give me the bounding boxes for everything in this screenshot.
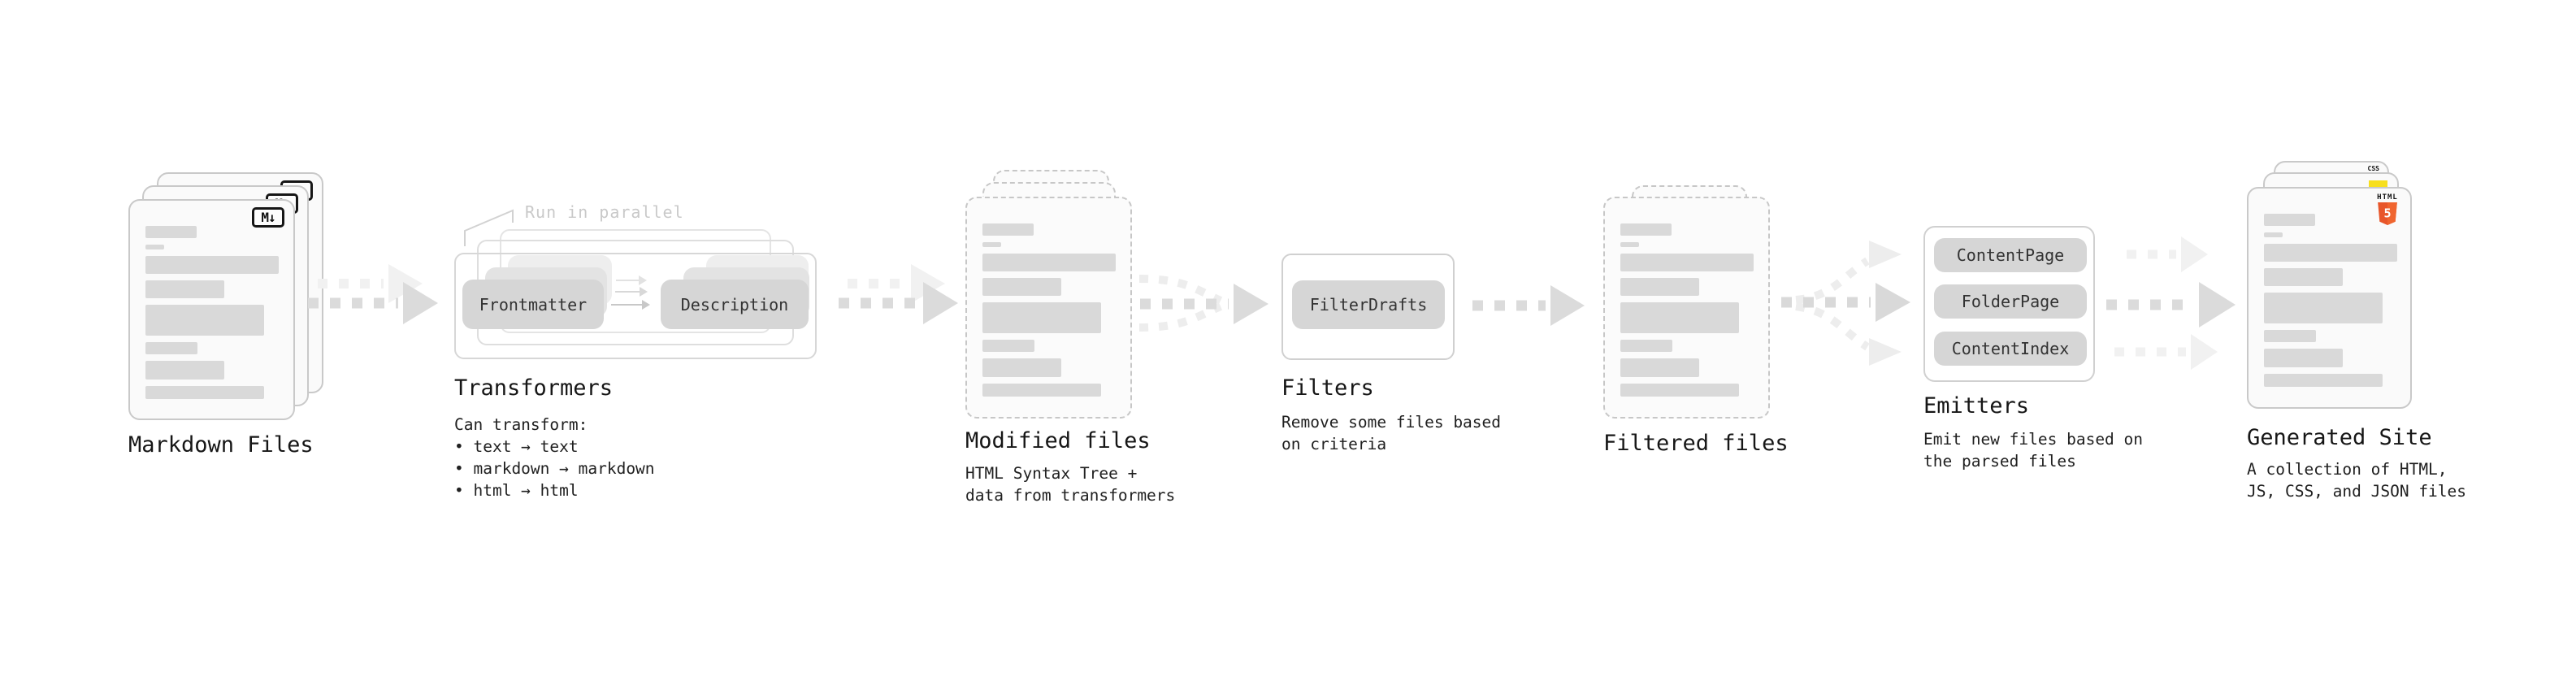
- node-frontmatter: Frontmatter: [462, 280, 604, 329]
- skeleton-line: [145, 305, 264, 336]
- node-filterdrafts: FilterDrafts: [1292, 280, 1445, 329]
- svg-text:5: 5: [2383, 206, 2391, 220]
- skeleton-line: [1620, 302, 1739, 333]
- stage-title-generated-site: Generated Site: [2247, 425, 2432, 450]
- skeleton-line: [145, 386, 264, 399]
- skeleton-line: [982, 254, 1116, 271]
- skeleton-line: [1620, 278, 1699, 296]
- skeleton-line: [1620, 384, 1739, 397]
- skeleton-line: [982, 242, 1001, 247]
- skeleton-line: [1620, 340, 1672, 352]
- skeleton-line: [2264, 374, 2383, 387]
- stage-title-emitters: Emitters: [1923, 393, 2030, 419]
- skeleton-line: [145, 342, 197, 354]
- skeleton-line: [145, 245, 164, 249]
- markdown-file-card-front: M↓: [128, 199, 295, 420]
- skeleton-line: [1620, 358, 1699, 377]
- html5-word: HTML: [2377, 193, 2398, 202]
- skeleton-line: [982, 340, 1034, 352]
- stage-title-transformers: Transformers: [454, 375, 614, 401]
- node-description: Description: [661, 280, 809, 329]
- skeleton-line: [982, 384, 1101, 397]
- markdown-icon: M↓: [252, 207, 284, 228]
- stage-title-markdown-files: Markdown Files: [128, 432, 314, 458]
- arrow-modified-to-filters-icon: [1138, 275, 1268, 332]
- html5-icon: HTML 5: [2374, 194, 2400, 225]
- run-in-parallel-annotation: Run in parallel: [525, 202, 684, 222]
- arrow-markdown-to-transformers-icon: [308, 264, 438, 324]
- skeleton-line: [982, 302, 1101, 333]
- arrow-filters-to-filtered-icon: [1472, 285, 1585, 326]
- node-contentindex: ContentIndex: [1934, 332, 2087, 366]
- skeleton-line: [2264, 293, 2383, 323]
- arrow-filtered-to-emitters-icon: [1781, 241, 1910, 366]
- stage-title-filtered-files: Filtered files: [1603, 431, 1789, 456]
- arrow-emitters-to-site-icon: [2106, 236, 2236, 370]
- skeleton-line: [1620, 242, 1639, 247]
- skeleton-line: [1620, 254, 1754, 271]
- stage-title-modified-files: Modified files: [965, 428, 1151, 453]
- skeleton-line: [145, 361, 224, 380]
- skeleton-line: [2264, 268, 2343, 286]
- skeleton-line: [145, 280, 224, 298]
- site-file-card-html: HTML 5: [2247, 187, 2412, 409]
- javascript-icon: [2369, 180, 2387, 189]
- skeleton-line: [2264, 349, 2343, 367]
- skeleton-line: [982, 223, 1034, 236]
- node-folderpage: FolderPage: [1934, 284, 2087, 319]
- skeleton-line: [982, 358, 1061, 377]
- stage-subtitle-modified-files: HTML Syntax Tree + data from transformer…: [965, 464, 1176, 505]
- skeleton-line: [2264, 244, 2397, 262]
- skeleton-line: [2264, 214, 2315, 226]
- stage-subtitle-transformers: Can transform: • text → text • markdown …: [454, 415, 655, 500]
- stage-subtitle-emitters: Emit new files based on the parsed files: [1923, 430, 2144, 471]
- node-contentpage: ContentPage: [1934, 238, 2087, 272]
- skeleton-line: [145, 226, 197, 238]
- modified-file-card-front: [965, 197, 1132, 419]
- skeleton-line: [2264, 232, 2283, 237]
- skeleton-line: [982, 278, 1061, 296]
- emitters-box: [1923, 226, 2095, 382]
- stage-subtitle-filters: Remove some files based on criteria: [1281, 413, 1502, 453]
- document-skeleton: [2264, 214, 2399, 399]
- filtered-file-card-front: [1603, 197, 1770, 419]
- document-skeleton: [982, 223, 1119, 409]
- stage-title-filters: Filters: [1281, 375, 1374, 401]
- skeleton-line: [2264, 330, 2316, 342]
- skeleton-line: [1620, 223, 1672, 236]
- stage-subtitle-generated-site: A collection of HTML, JS, CSS, and JSON …: [2247, 460, 2467, 501]
- skeleton-line: [145, 256, 279, 274]
- filters-box: [1281, 254, 1455, 360]
- document-skeleton: [145, 226, 282, 410]
- arrow-transformers-to-modified-icon: [839, 264, 958, 324]
- transformer-layer-box-front: [454, 253, 817, 359]
- document-skeleton: [1620, 223, 1757, 409]
